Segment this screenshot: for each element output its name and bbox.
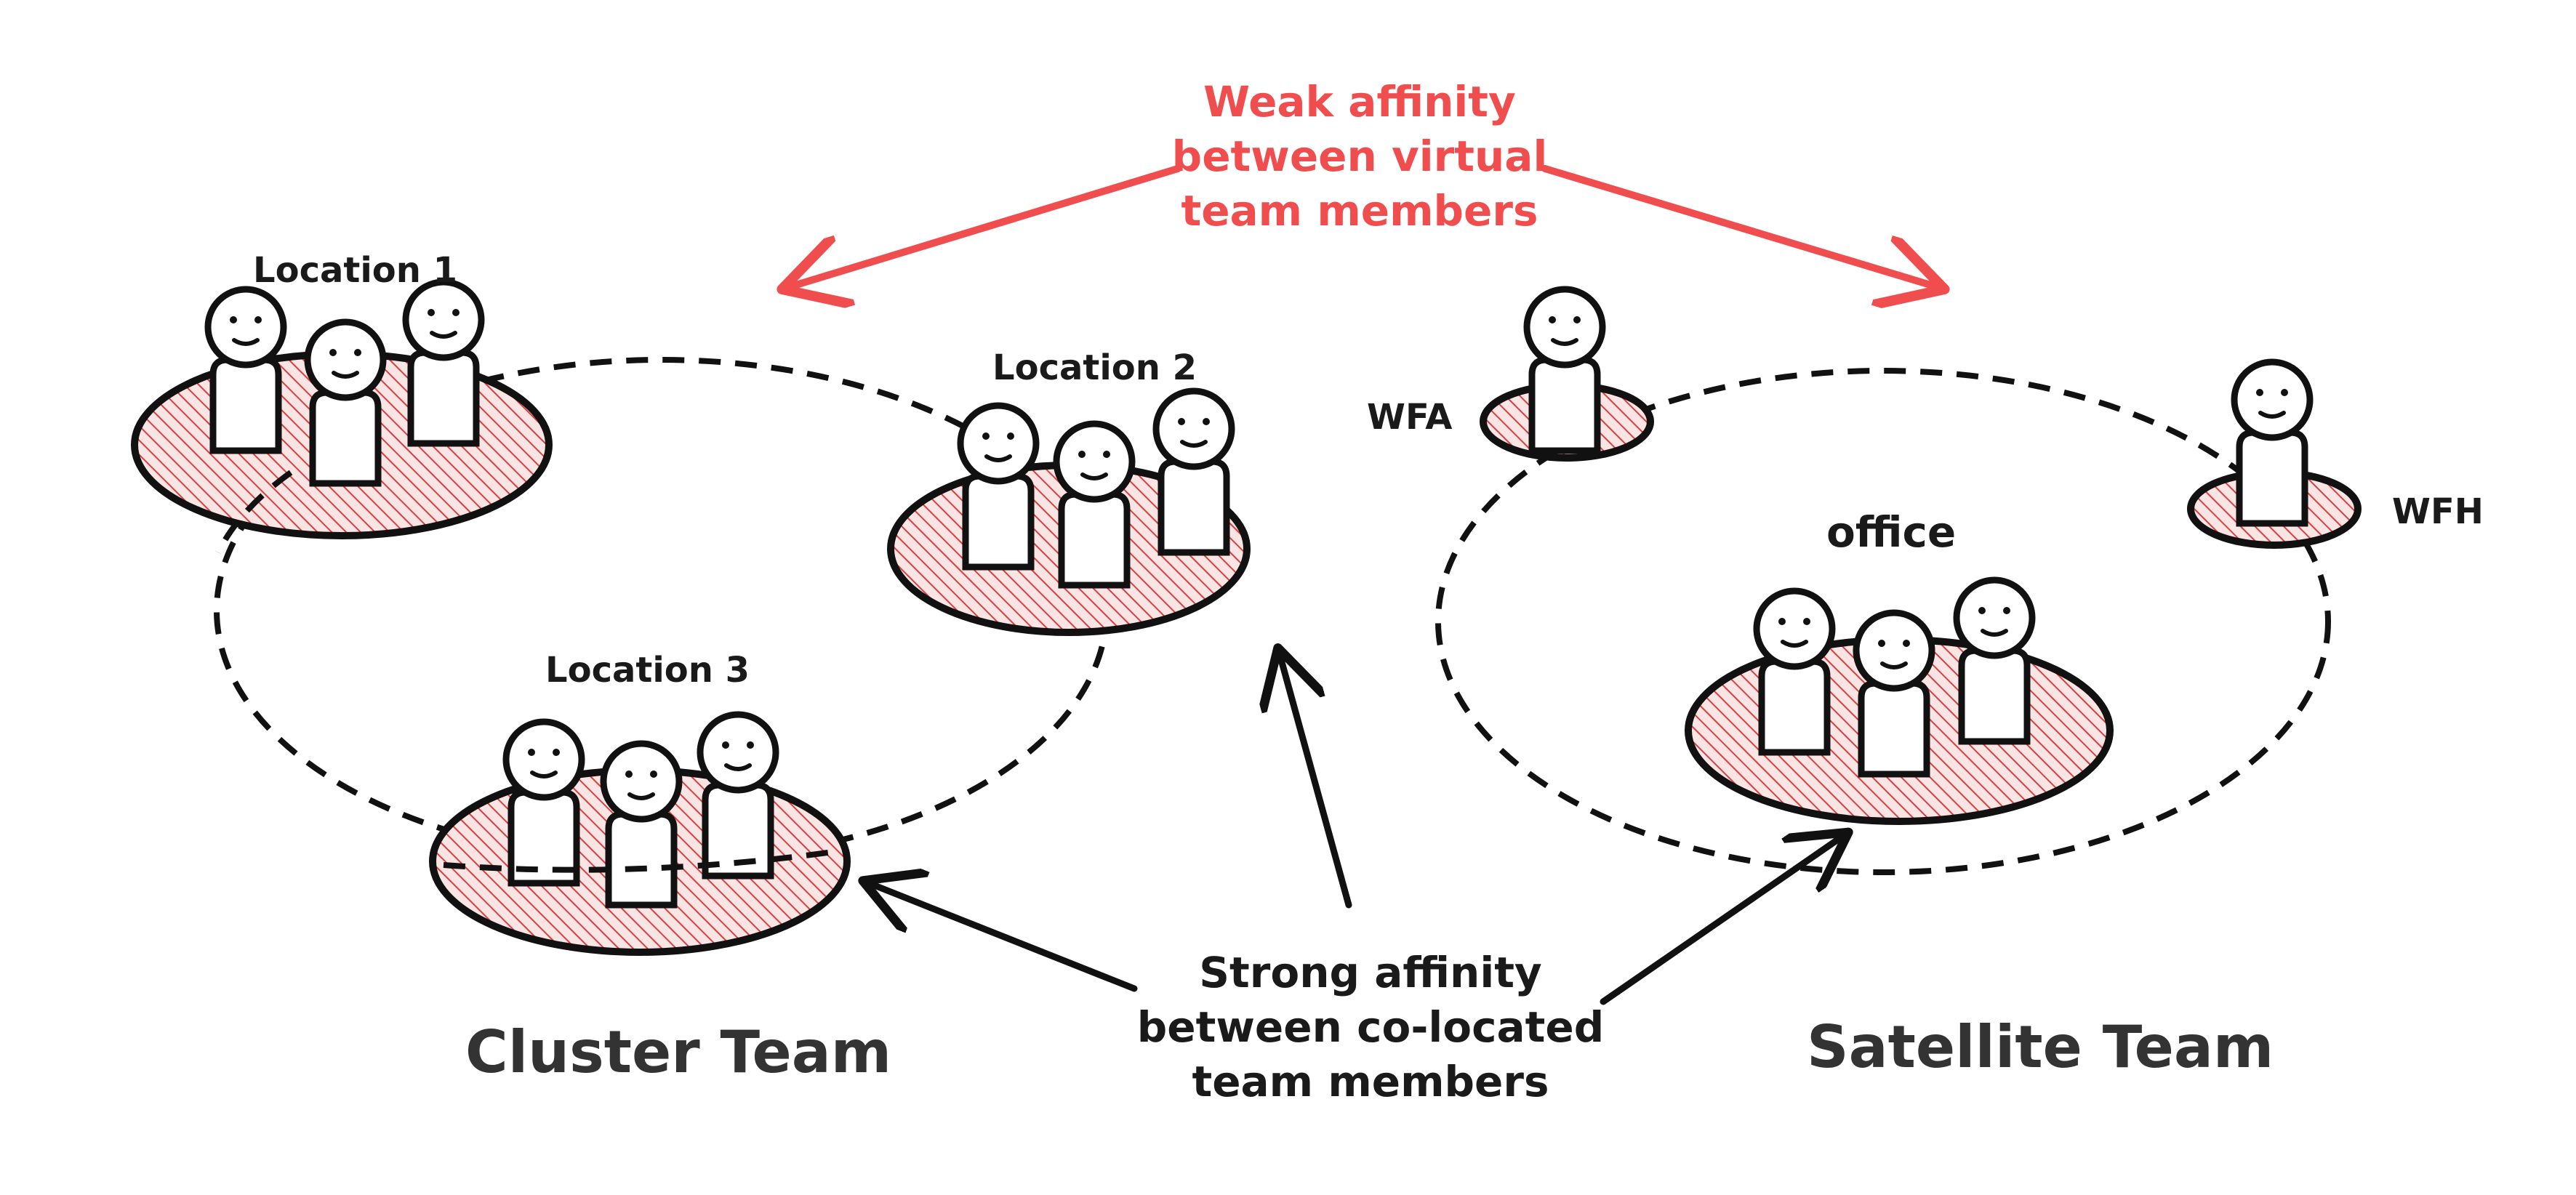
wfh-group — [2187, 362, 2362, 549]
person-icon — [603, 744, 679, 905]
wfa-group — [1480, 289, 1654, 462]
person-icon — [2234, 362, 2310, 523]
person-icon — [1527, 289, 1602, 451]
location2-label: Location 2 — [992, 347, 1197, 388]
location3-label: Location 3 — [545, 650, 750, 691]
weak-affinity-line3: team members — [1181, 186, 1538, 236]
office-group — [1685, 580, 2114, 825]
person-icon — [308, 322, 383, 483]
weak-arrow-left — [789, 165, 1181, 287]
person-icon — [1757, 591, 1832, 752]
ring-overlay — [215, 470, 293, 554]
strong-arrow-location3 — [869, 883, 1138, 992]
person-icon — [208, 289, 284, 451]
location2-group — [887, 391, 1251, 636]
strong-affinity-line1: Strong affinity — [1199, 948, 1541, 997]
cluster-team-label: Cluster Team — [465, 1018, 891, 1086]
person-icon — [700, 715, 776, 876]
weak-affinity-line2: between virtual — [1172, 132, 1548, 181]
person-icon — [406, 282, 481, 443]
satellite-team-label: Satellite Team — [1807, 1013, 2274, 1081]
satellite-team-boundary — [1435, 368, 2331, 875]
office-label: office — [1826, 507, 1956, 557]
ring-overlay — [443, 848, 844, 873]
strong-arrow-office — [1600, 836, 1843, 1005]
location3-group — [429, 715, 851, 956]
wfh-label: WFH — [2392, 491, 2484, 532]
weak-affinity-line1: Weak affinity — [1203, 77, 1516, 126]
person-icon — [1156, 391, 1232, 552]
person-icon — [1957, 580, 2032, 741]
strong-affinity-note: Strong affinity between co-located team … — [1137, 948, 1604, 1106]
strong-affinity-line3: team members — [1192, 1057, 1549, 1106]
strong-affinity-line2: between co-located — [1137, 1002, 1604, 1052]
wfa-label: WFA — [1367, 397, 1452, 438]
strong-arrow-location2 — [1280, 654, 1352, 909]
location1-group — [131, 282, 553, 539]
person-icon — [506, 722, 582, 883]
weak-affinity-note: Weak affinity between virtual team membe… — [1172, 77, 1548, 236]
location1-label: Location 1 — [253, 250, 457, 291]
weak-arrow-right — [1541, 165, 1938, 287]
person-icon — [1856, 613, 1932, 774]
person-icon — [1056, 424, 1132, 585]
person-icon — [960, 406, 1036, 567]
